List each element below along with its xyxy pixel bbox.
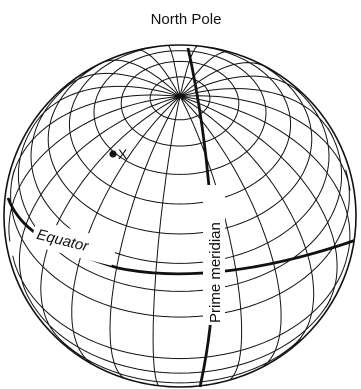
latitude-line (48, 55, 312, 234)
prime-meridian-label: Prime meridian (207, 222, 224, 323)
latitude-line (60, 339, 301, 383)
longitude-line (167, 45, 180, 97)
latitude-line (69, 45, 290, 204)
longitude-line (41, 97, 180, 339)
point-x-dot (109, 150, 116, 157)
latitude-line (121, 61, 239, 146)
north-pole-label: North Pole (151, 11, 222, 28)
longitude-line (180, 97, 281, 369)
longitude-line (72, 97, 180, 366)
latitude-line (18, 128, 341, 292)
point-x-label: X (118, 146, 128, 162)
